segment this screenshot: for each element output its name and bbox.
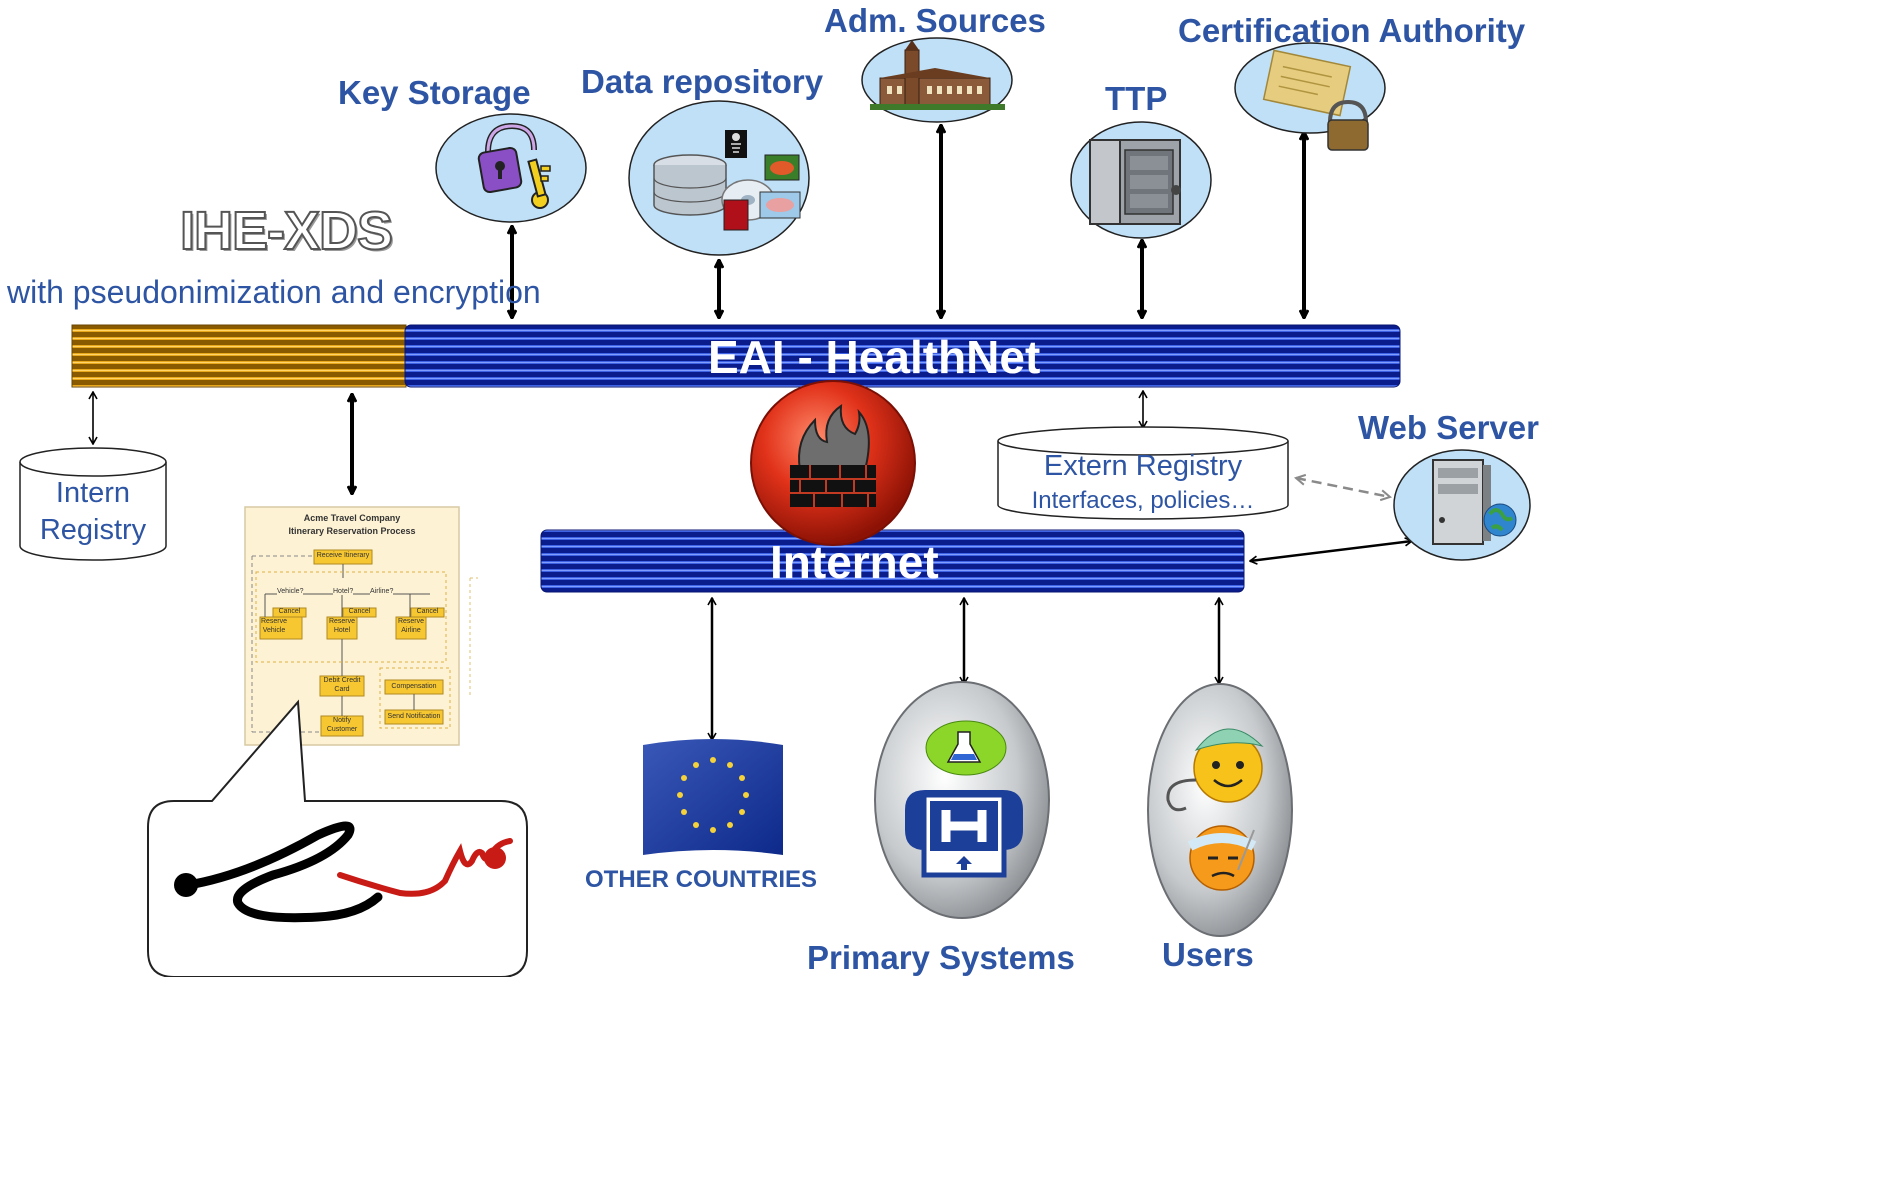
step-notify-2: Customer: [326, 726, 358, 733]
process-document: [244, 506, 478, 746]
web-server-node: [1393, 449, 1531, 561]
extern-registry-node: [997, 426, 1289, 520]
step-cancel-1: Cancel: [278, 608, 301, 615]
data-repository-label: Data repository: [581, 63, 824, 100]
callout-bubble: [147, 699, 528, 977]
step-debit-2: Card: [334, 686, 350, 693]
users-node: [1147, 683, 1293, 937]
step-reserve-airline-2: Airline: [401, 627, 421, 634]
medical-images-icon: [723, 130, 801, 231]
healthnet-bus: [71, 324, 1401, 388]
internet-bus: [540, 529, 1245, 593]
architecture-diagram: [19, 37, 1531, 977]
other-countries-label: OTHER COUNTRIES: [585, 866, 818, 893]
extern-registry-label: Extern Registry: [1043, 450, 1243, 482]
ttp-node: [1070, 121, 1212, 239]
pseudonymization-flow-icon: [174, 821, 513, 923]
step-reserve-vehicle-2: Vehicle: [262, 627, 286, 634]
firewall-icon: [750, 380, 916, 546]
step-debit-1: Debit Credit: [323, 677, 361, 684]
ttp-label: TTP: [1105, 80, 1168, 117]
data-repository-node: [628, 100, 810, 256]
lab-flask-icon: [925, 720, 1007, 776]
healthnet-bus-label: EAI - HealthNet: [708, 331, 1041, 383]
step-reserve-hotel-2: Hotel: [333, 627, 351, 634]
key-storage-label: Key Storage: [338, 74, 531, 111]
adm-sources-node: [861, 37, 1013, 123]
internet-bus-label: Internet: [770, 536, 939, 588]
step-airline-q: Airline?: [370, 588, 394, 595]
intern-registry-label-2: Registry: [39, 514, 147, 546]
primary-systems-label: Primary Systems: [807, 939, 1075, 976]
primary-systems-node: [874, 681, 1050, 919]
arrow-web-server: [1250, 541, 1412, 561]
padlock-key-icon: [477, 122, 551, 209]
step-reserve-hotel-1: Reserve: [328, 618, 356, 625]
server-icon: [1432, 459, 1517, 545]
hospital-icon: [905, 790, 1023, 878]
users-label: Users: [1162, 936, 1254, 973]
certification-authority-label: Certification Authority: [1178, 12, 1526, 49]
intern-registry-label-1: Intern: [55, 477, 131, 509]
step-reserve-vehicle-1: Reserve: [260, 618, 288, 625]
key-storage-node: [435, 113, 587, 223]
process-doc-title-1: Acme Travel Company: [303, 513, 401, 523]
patient-smiley-icon: [1187, 825, 1257, 891]
step-compensation: Compensation: [391, 683, 437, 690]
step-receive: Receive Itinerary: [316, 552, 370, 559]
safe-icon: [1089, 139, 1181, 225]
step-hotel-q: Hotel?: [333, 588, 354, 595]
process-doc-title-2: Itinerary Reservation Process: [288, 526, 416, 536]
step-cancel-3: Cancel: [416, 608, 439, 615]
step-notify-1: Notify: [333, 717, 351, 724]
certificate-icon: [1262, 49, 1369, 151]
diagram-title: IHE-XDS: [179, 200, 394, 262]
step-send-notification: Send Notification: [387, 713, 441, 720]
step-reserve-airline-1: Reserve: [397, 618, 425, 625]
doctor-smiley-icon: [1166, 728, 1264, 812]
adm-sources-label: Adm. Sources: [824, 2, 1046, 39]
web-server-label: Web Server: [1358, 409, 1539, 446]
building-icon: [870, 40, 1005, 110]
step-cancel-2: Cancel: [348, 608, 371, 615]
certification-authority-node: [1234, 42, 1386, 151]
extern-registry-sublabel: Interfaces, policies…: [1031, 487, 1255, 514]
eu-flag-icon: [643, 739, 783, 855]
diagram-subtitle: with pseudonimization and encryption: [7, 274, 541, 310]
step-vehicle-q: Vehicle?: [277, 588, 304, 595]
intern-registry-node: [19, 447, 167, 561]
arrow-extern-web-dashed: [1296, 478, 1390, 497]
